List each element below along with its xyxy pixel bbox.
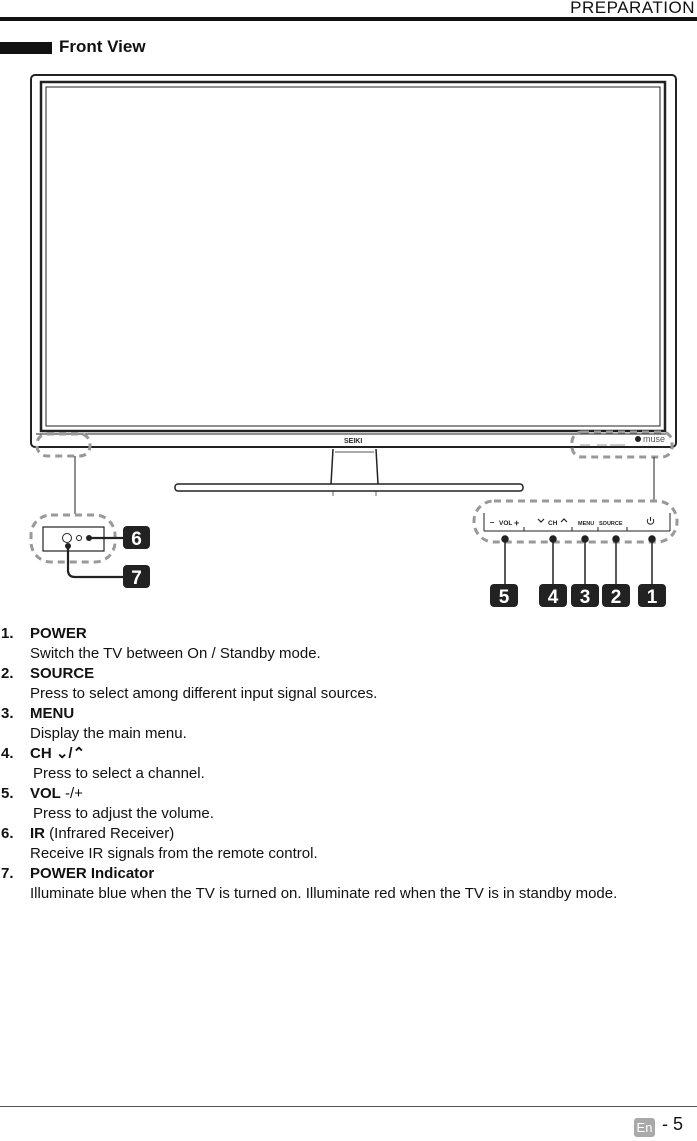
panel-source-label: SOURCE bbox=[599, 521, 623, 527]
callout-badge-3: 3 bbox=[571, 584, 599, 608]
item-number: 2. bbox=[1, 665, 14, 682]
footer-rule bbox=[0, 1106, 697, 1107]
item-name: POWER Indicator bbox=[30, 865, 155, 882]
item-desc: Press to select a channel. bbox=[33, 765, 205, 782]
item-number: 7. bbox=[1, 865, 14, 882]
item-name-suffix: (Infrared Receiver) bbox=[45, 825, 175, 842]
item-name: VOL -/+ bbox=[30, 785, 83, 802]
tv-front-view-diagram: SEIKI muse – VOL + C bbox=[29, 74, 679, 608]
panel-vol-minus: – bbox=[490, 518, 495, 527]
panel-ch-down-icon bbox=[537, 518, 545, 523]
section-marker-bar bbox=[0, 42, 52, 54]
callout-badge-2: 2 bbox=[602, 584, 630, 608]
list-item-vol: 5. VOL -/+ Press to adjust the volume. bbox=[0, 784, 697, 824]
svg-text:1: 1 bbox=[647, 587, 658, 608]
list-item-menu: 3. MENU Display the main menu. bbox=[0, 704, 697, 744]
item-name: MENU bbox=[30, 705, 75, 722]
muse-logo: muse bbox=[635, 434, 665, 444]
item-name: IR (Infrared Receiver) bbox=[30, 825, 175, 842]
button-panel bbox=[483, 513, 671, 532]
item-desc: Illuminate blue when the TV is turned on… bbox=[30, 885, 618, 902]
item-desc: Press to select among different input si… bbox=[30, 685, 378, 702]
tv-stand bbox=[174, 448, 524, 496]
callout-7-line bbox=[66, 546, 123, 579]
callout-lines bbox=[501, 535, 656, 584]
power-led-icon bbox=[76, 535, 82, 541]
page-number: - 5 bbox=[662, 1114, 684, 1134]
panel-ch-label: CH bbox=[548, 520, 558, 527]
callout-badge-7: 7 bbox=[123, 565, 150, 589]
item-desc: Receive IR signals from the remote contr… bbox=[30, 845, 318, 862]
callout-badge-5: 5 bbox=[490, 584, 518, 608]
ir-sensor-icon bbox=[62, 533, 72, 543]
panel-menu-label: MENU bbox=[578, 521, 594, 527]
section-title: Front View bbox=[59, 37, 146, 56]
item-desc: Display the main menu. bbox=[30, 725, 187, 742]
svg-text:4: 4 bbox=[548, 587, 559, 608]
feature-list: 1. POWER Switch the TV between On / Stan… bbox=[0, 624, 697, 904]
button-area-highlight bbox=[570, 430, 674, 459]
list-item-ch: 4. CH ⌄/⌃ Press to select a channel. bbox=[0, 744, 697, 784]
tv-body bbox=[30, 74, 677, 448]
item-number: 3. bbox=[1, 705, 14, 722]
item-name: CH ⌄/⌃ bbox=[30, 745, 86, 762]
svg-text:6: 6 bbox=[131, 529, 142, 550]
callout-badge-1: 1 bbox=[638, 584, 666, 608]
header-section-title: PREPARATION bbox=[570, 0, 695, 17]
ir-area-highlight bbox=[35, 432, 92, 458]
list-item-power: 1. POWER Switch the TV between On / Stan… bbox=[0, 624, 697, 664]
list-item-power-indicator: 7. POWER Indicator Illuminate blue when … bbox=[0, 864, 697, 904]
item-number: 6. bbox=[1, 825, 14, 842]
button-panel-highlight bbox=[472, 499, 679, 544]
header-rule bbox=[0, 17, 697, 21]
item-desc: Press to adjust the volume. bbox=[33, 805, 214, 822]
item-number: 4. bbox=[1, 745, 14, 762]
panel-vol-label: VOL bbox=[499, 520, 512, 527]
svg-text:7: 7 bbox=[131, 568, 142, 589]
item-name-suffix: -/+ bbox=[60, 785, 83, 802]
svg-text:3: 3 bbox=[580, 587, 591, 608]
panel-ch-up-icon bbox=[560, 518, 568, 523]
item-desc: Switch the TV between On / Standby mode. bbox=[30, 645, 321, 662]
list-item-ir: 6. IR (Infrared Receiver) Receive IR sig… bbox=[0, 824, 697, 864]
language-badge: En bbox=[634, 1118, 655, 1137]
item-name: SOURCE bbox=[30, 665, 95, 682]
svg-text:5: 5 bbox=[499, 587, 510, 608]
item-number: 1. bbox=[1, 625, 14, 642]
callout-badge-6: 6 bbox=[123, 526, 150, 550]
panel-vol-plus: + bbox=[514, 518, 519, 528]
item-name: POWER bbox=[30, 625, 87, 642]
brand-logo: SEIKI bbox=[344, 438, 362, 445]
callout-badge-4: 4 bbox=[539, 584, 567, 608]
svg-text:2: 2 bbox=[611, 587, 622, 608]
list-item-source: 2. SOURCE Press to select among differen… bbox=[0, 664, 697, 704]
panel-power-icon bbox=[646, 517, 655, 525]
svg-text:muse: muse bbox=[643, 434, 665, 444]
item-number: 5. bbox=[1, 785, 14, 802]
